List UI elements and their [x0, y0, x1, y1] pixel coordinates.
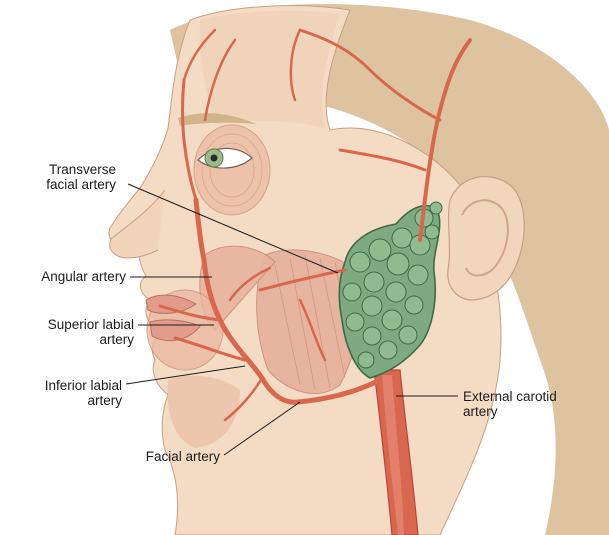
label-facial-artery: Facial artery	[145, 449, 220, 464]
parotid-gland	[338, 201, 443, 379]
label-transverse-facial-artery: Transverse facial artery	[46, 162, 116, 192]
chin-muscle	[167, 375, 240, 448]
orbicularis-oculi	[193, 124, 271, 216]
artery-network	[158, 28, 472, 422]
zygomatic-muscle	[199, 245, 276, 331]
hair	[170, 4, 609, 535]
nose	[109, 189, 166, 259]
ear-inner	[461, 199, 509, 277]
forehead-shade	[199, 10, 340, 128]
eyebrow	[178, 113, 256, 126]
upper-lip	[145, 294, 197, 314]
leader-lines	[125, 183, 458, 456]
label-angular-artery: Angular artery	[41, 269, 126, 284]
label-superior-labial-artery: Superior labial artery	[47, 317, 134, 347]
label-inferior-labial-artery: Inferior labial artery	[44, 378, 122, 408]
label-external-carotid-artery: External carotid artery	[463, 389, 557, 419]
